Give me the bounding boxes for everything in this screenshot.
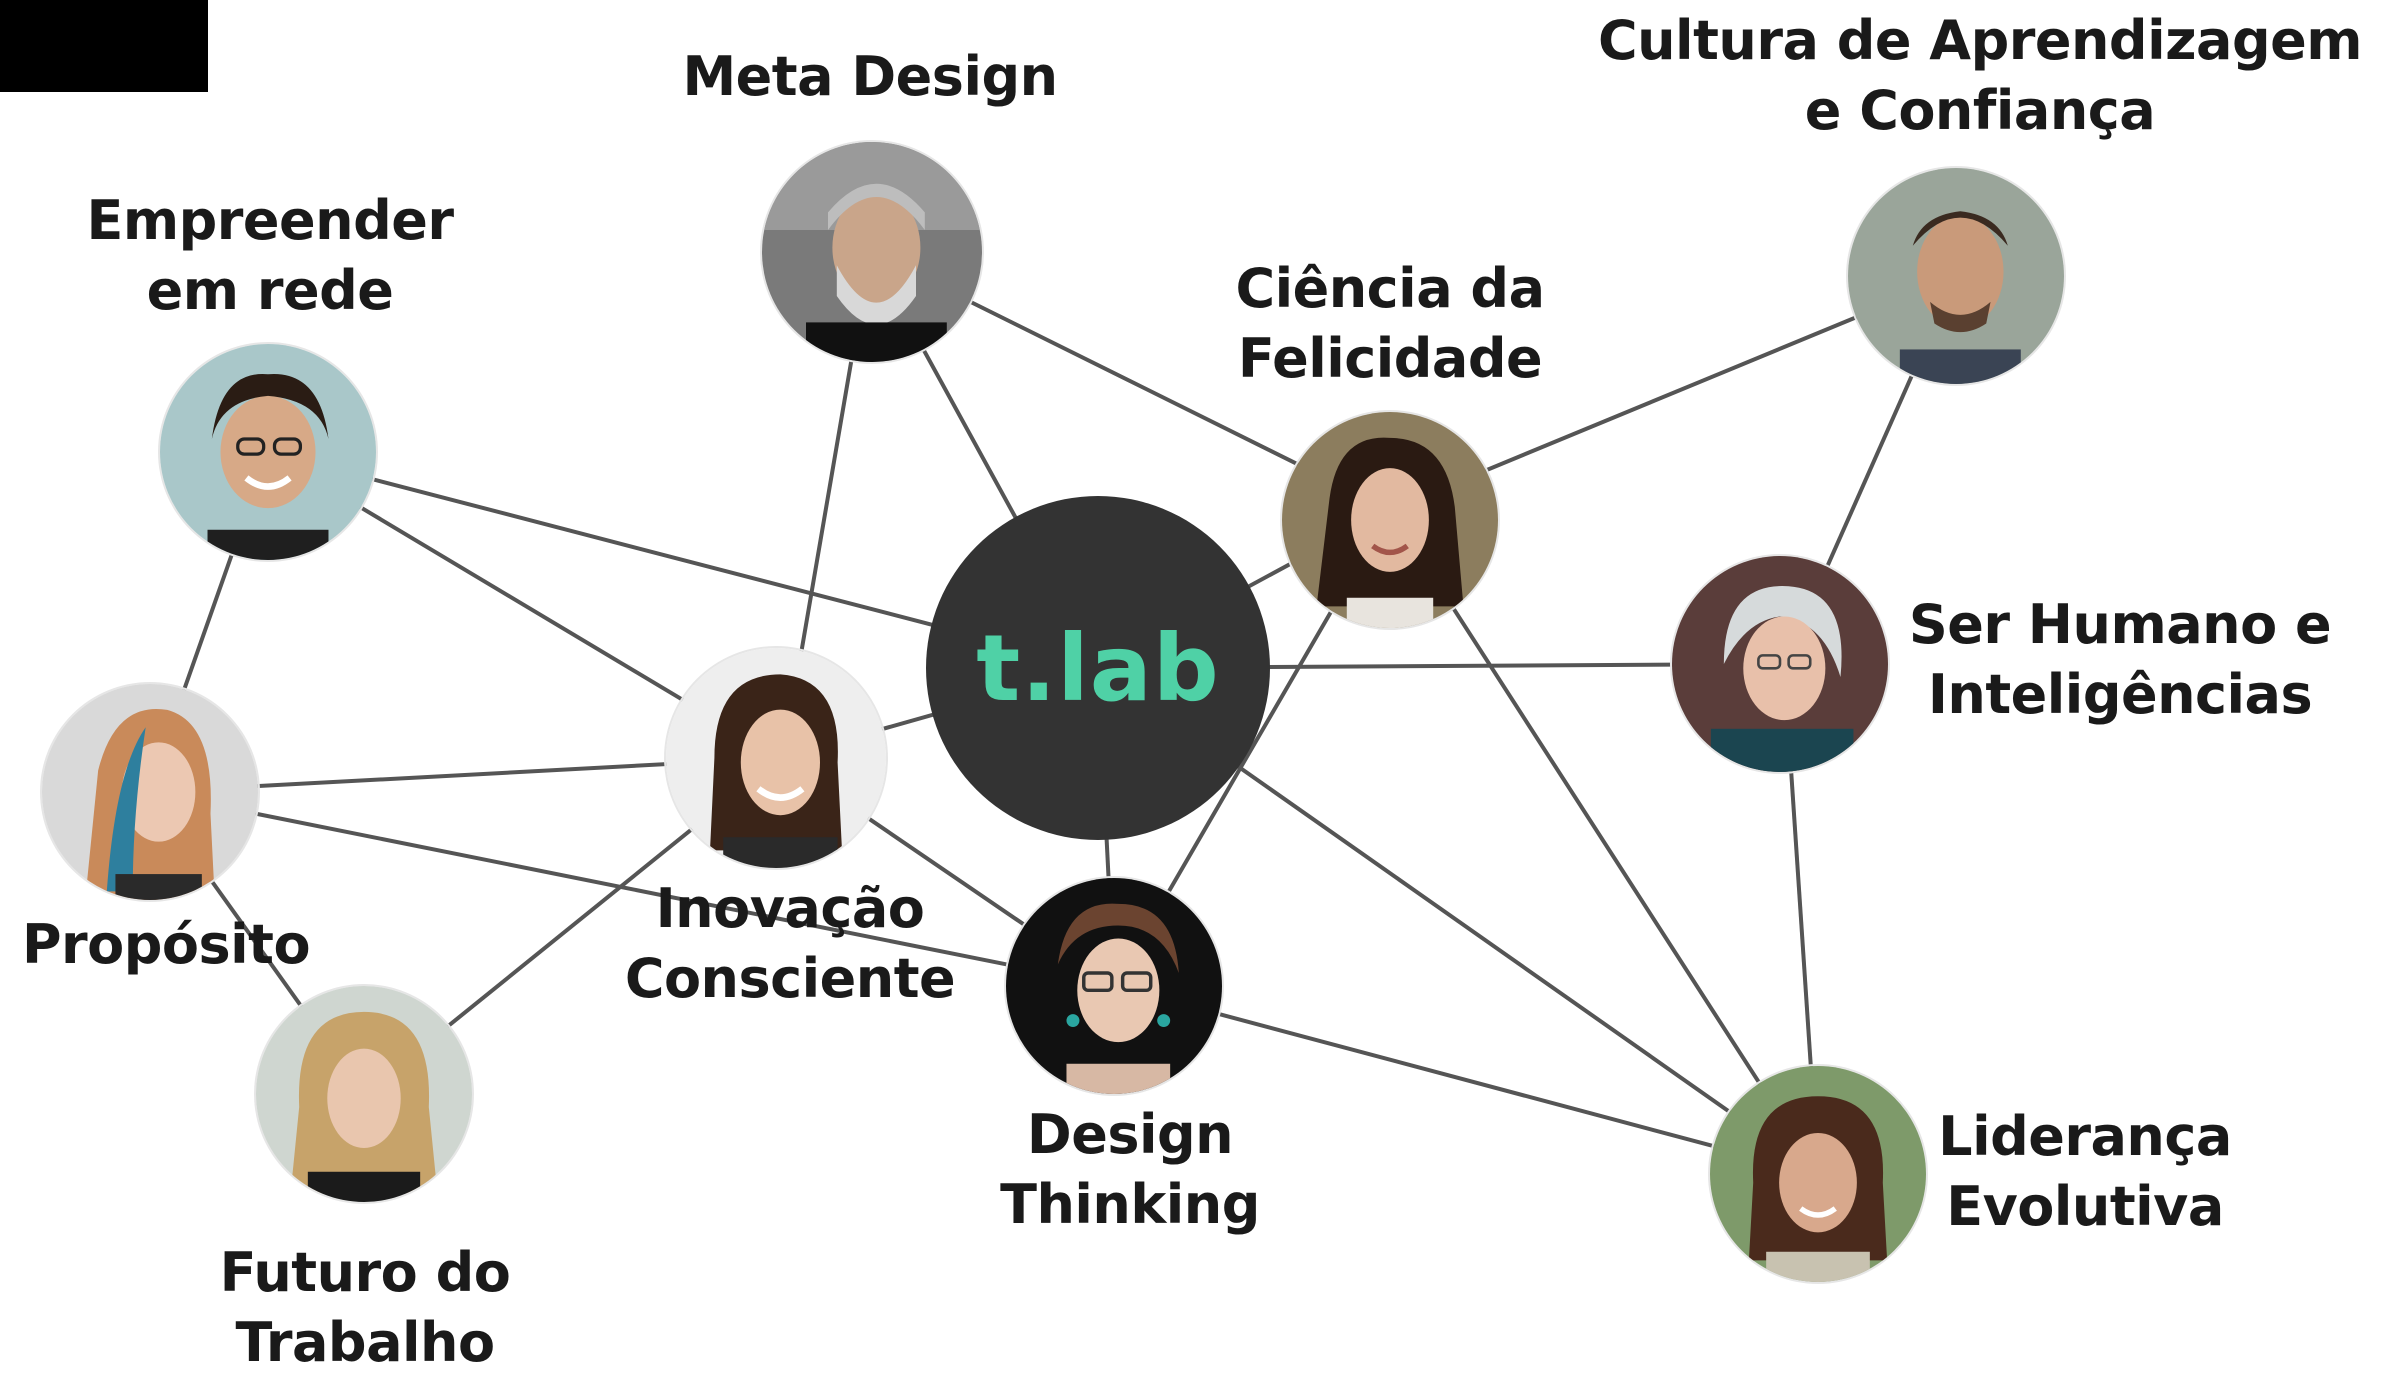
label-empreender: Empreender em rede — [40, 186, 500, 326]
label-line: Trabalho — [235, 1311, 495, 1374]
label-line: Felicidade — [1237, 327, 1543, 390]
link-design-lideranca — [1113, 984, 1819, 1176]
lideranca-avatar — [1710, 1066, 1926, 1282]
redaction-box — [0, 0, 208, 92]
person-photo-icon — [256, 986, 472, 1202]
ser-humano-avatar — [1672, 556, 1888, 772]
person-photo-icon — [42, 684, 258, 900]
label-line: Cultura de Aprendizagem — [1597, 9, 2363, 72]
person-photo-icon — [1848, 168, 2064, 384]
inovacao-avatar — [666, 648, 886, 868]
tlab-hub: t.lab — [926, 496, 1270, 840]
proposito-avatar — [42, 684, 258, 900]
person-photo-icon — [1672, 556, 1888, 772]
label-line: e Confiança — [1804, 79, 2156, 142]
person-photo-icon — [1710, 1066, 1926, 1282]
label-line: Thinking — [1000, 1173, 1260, 1236]
label-line: Futuro do — [219, 1241, 511, 1304]
label-ciencia: Ciência da Felicidade — [1170, 254, 1610, 394]
label-futuro: Futuro do Trabalho — [160, 1238, 570, 1378]
label-line: Consciente — [624, 947, 956, 1010]
label-inovacao: Inovação Consciente — [580, 874, 1000, 1014]
person-photo-icon — [1006, 878, 1222, 1094]
label-line: Liderança — [1938, 1105, 2232, 1168]
ciencia-avatar — [1282, 412, 1498, 628]
label-line: em rede — [146, 259, 394, 322]
label-line: Ciência da — [1235, 257, 1545, 320]
label-ser-humano: Ser Humano e Inteligências — [1880, 590, 2360, 730]
label-line: Propósito — [21, 913, 311, 976]
label-line: Meta Design — [682, 45, 1058, 108]
label-cultura: Cultura de Aprendizagem e Confiança — [1580, 6, 2380, 146]
label-line: Ser Humano e — [1908, 593, 2332, 656]
person-photo-icon — [160, 344, 376, 560]
design-thinking-avatar — [1006, 878, 1222, 1094]
person-photo-icon — [762, 142, 982, 362]
link-ciencia-lideranca — [1388, 508, 1820, 1176]
futuro-avatar — [256, 986, 472, 1202]
meta-design-avatar — [762, 142, 982, 362]
label-meta-design: Meta Design — [620, 42, 1120, 112]
label-lideranca: Liderança Evolutiva — [1910, 1102, 2260, 1242]
label-line: Inteligências — [1927, 663, 2313, 726]
empreender-avatar — [160, 344, 376, 560]
label-line: Empreender — [86, 189, 454, 252]
label-line: Evolutiva — [1946, 1175, 2224, 1238]
link-proposito-design — [147, 790, 1115, 988]
label-design-thinking: Design Thinking — [960, 1100, 1300, 1240]
person-photo-icon — [666, 648, 886, 868]
label-line: Inovação — [655, 877, 925, 940]
hub-label: t.lab — [976, 614, 1220, 722]
label-line: Design — [1026, 1103, 1234, 1166]
person-photo-icon — [1282, 412, 1498, 628]
label-proposito: Propósito — [6, 910, 326, 980]
cultura-avatar — [1848, 168, 2064, 384]
